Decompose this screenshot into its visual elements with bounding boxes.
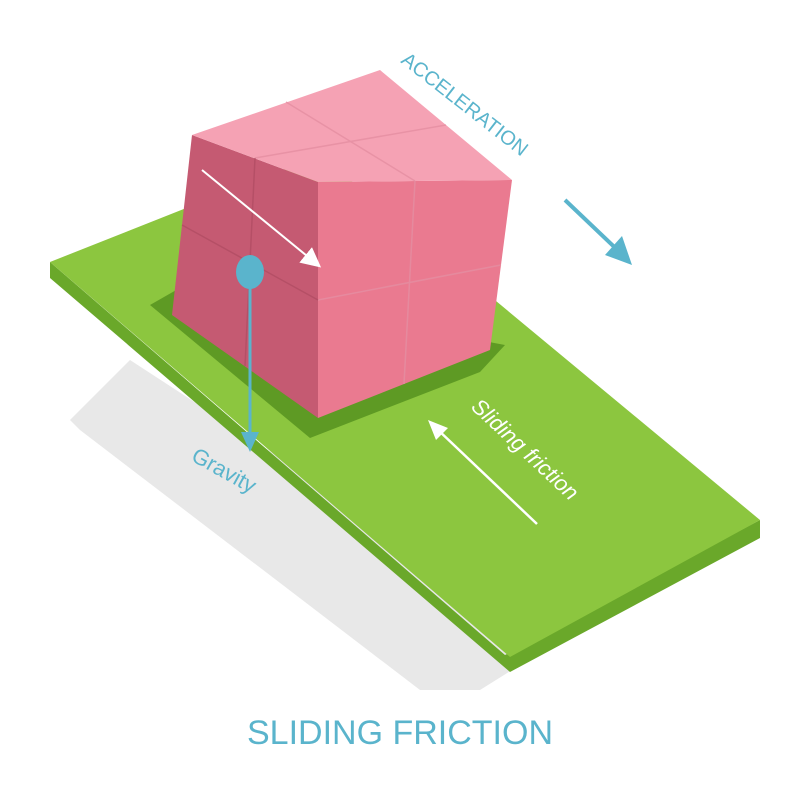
cube-top-face	[192, 70, 512, 182]
center-of-mass-dot	[236, 255, 264, 289]
friction-arrow-head	[428, 420, 448, 440]
gravity-arrow-head	[241, 432, 259, 452]
page-title: SLIDING FRICTION	[247, 714, 553, 752]
cube-right-face	[318, 180, 512, 418]
friction-arrow-shaft	[435, 427, 538, 525]
cube-grid-lines	[254, 101, 502, 385]
motion-arrow	[201, 169, 322, 268]
acceleration-arrow-head	[605, 236, 632, 265]
